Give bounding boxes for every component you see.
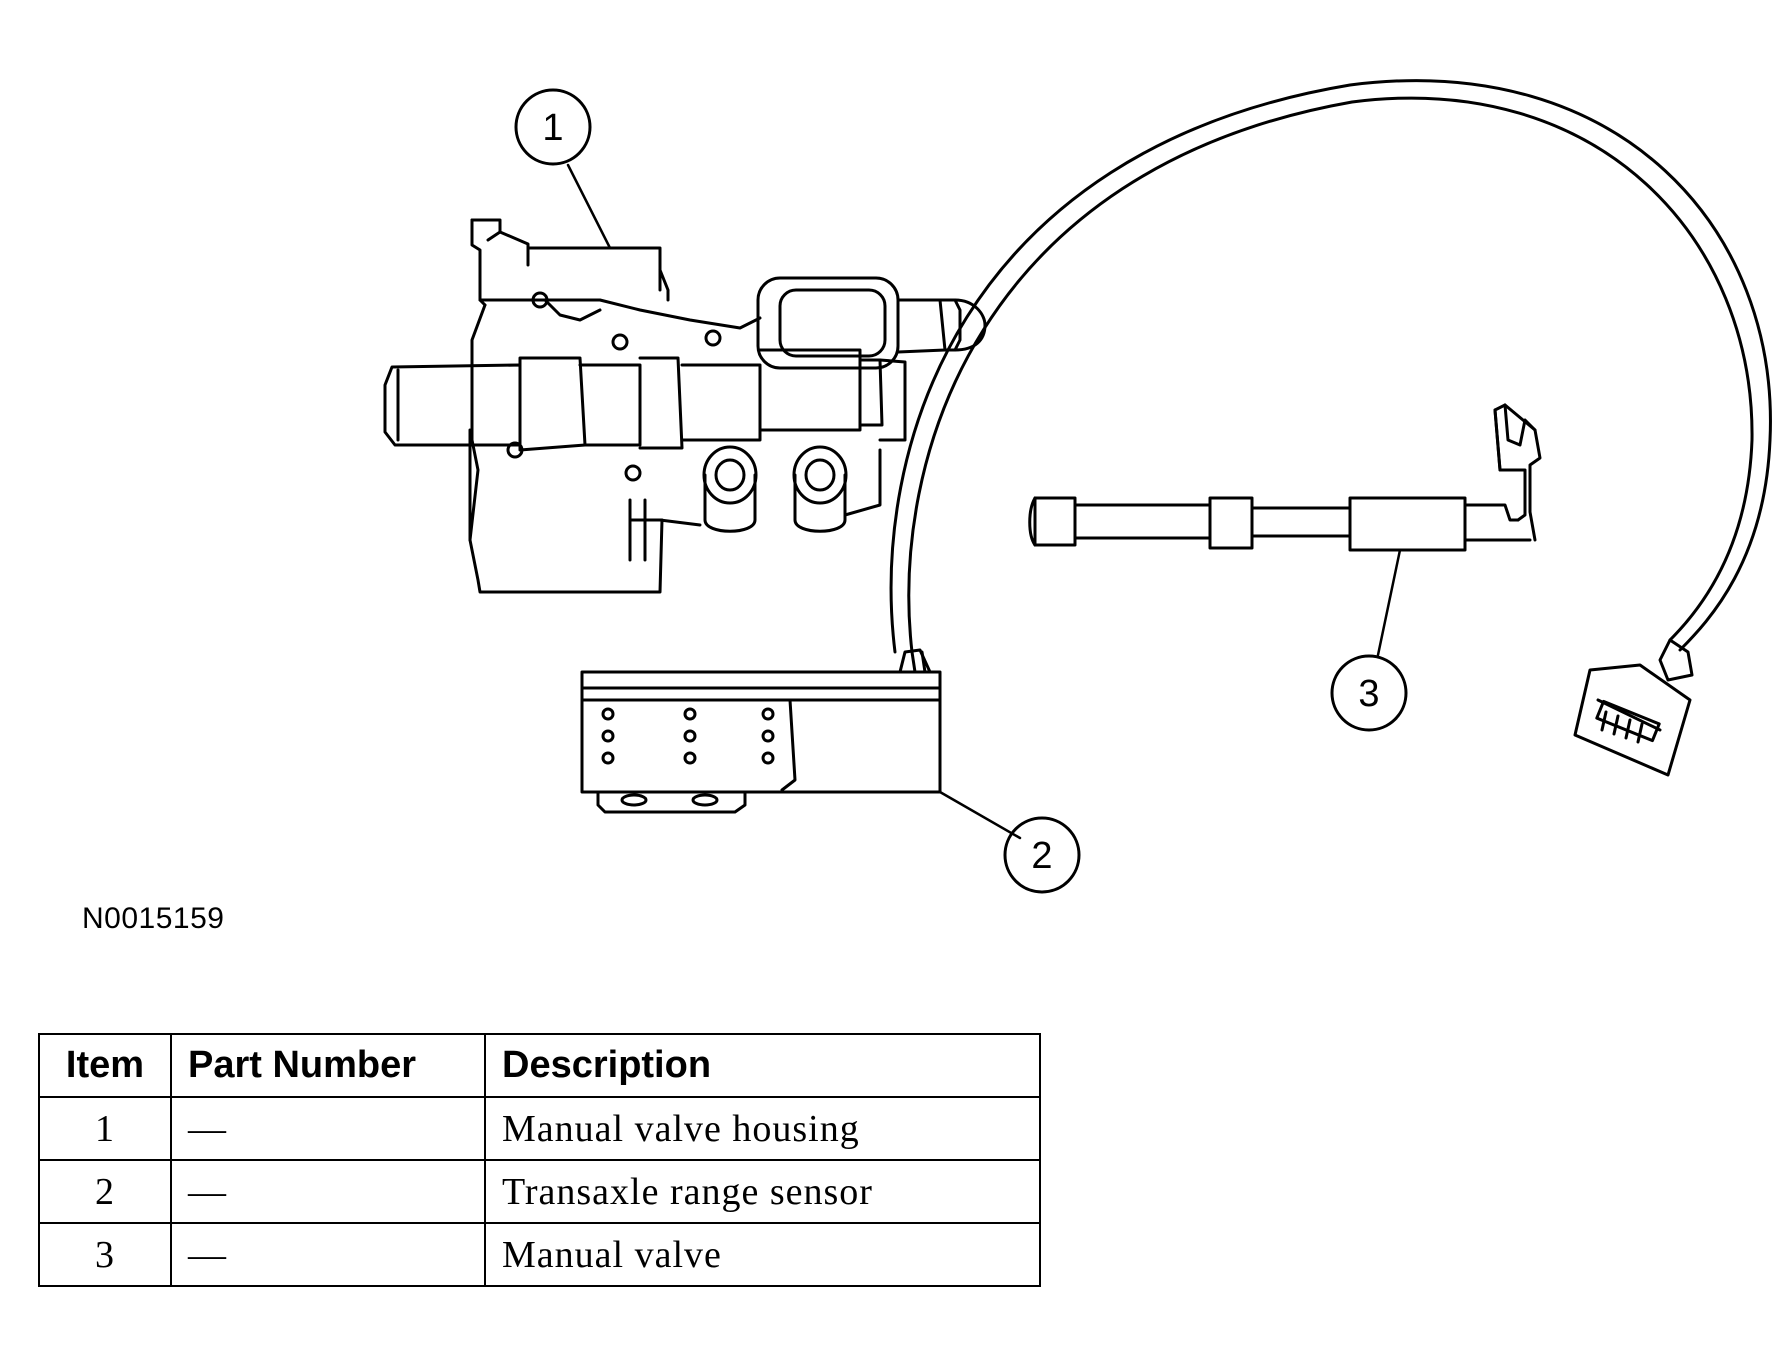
wiring-harness-drawing: [889, 79, 1772, 777]
row-item: 1: [38, 1096, 172, 1161]
row-part-number: —: [170, 1159, 486, 1224]
table-row: 2 — Transaxle range sensor: [38, 1159, 1041, 1224]
row-item: 2: [38, 1159, 172, 1224]
callout-circle-2: [1003, 816, 1081, 894]
parts-table: Item Part Number Description 1 — Manual …: [38, 1033, 1041, 1287]
callout-circle-1: [514, 88, 592, 166]
manual-valve-housing-drawing: [383, 163, 987, 594]
parts-diagram: 1 2 3: [383, 79, 1772, 894]
callout-3: 3: [1358, 673, 1379, 715]
row-part-number: —: [170, 1222, 486, 1287]
transaxle-range-sensor-drawing: [580, 648, 1022, 840]
row-description: Manual valve housing: [484, 1096, 1041, 1161]
callout-circle-3: [1330, 654, 1408, 732]
callout-2: 2: [1031, 835, 1052, 877]
table-row: 1 — Manual valve housing: [38, 1096, 1041, 1161]
row-description: Manual valve: [484, 1222, 1041, 1287]
table-row: 3 — Manual valve: [38, 1222, 1041, 1287]
header-part-number: Part Number: [170, 1033, 486, 1098]
row-description: Transaxle range sensor: [484, 1159, 1041, 1224]
row-part-number: —: [170, 1096, 486, 1161]
row-item: 3: [38, 1222, 172, 1287]
table-header-row: Item Part Number Description: [38, 1033, 1041, 1098]
figure-id: N0015159: [82, 902, 225, 935]
header-item: Item: [38, 1033, 172, 1098]
manual-valve-drawing: [1028, 403, 1542, 657]
callout-1: 1: [542, 107, 563, 149]
header-description: Description: [484, 1033, 1041, 1098]
